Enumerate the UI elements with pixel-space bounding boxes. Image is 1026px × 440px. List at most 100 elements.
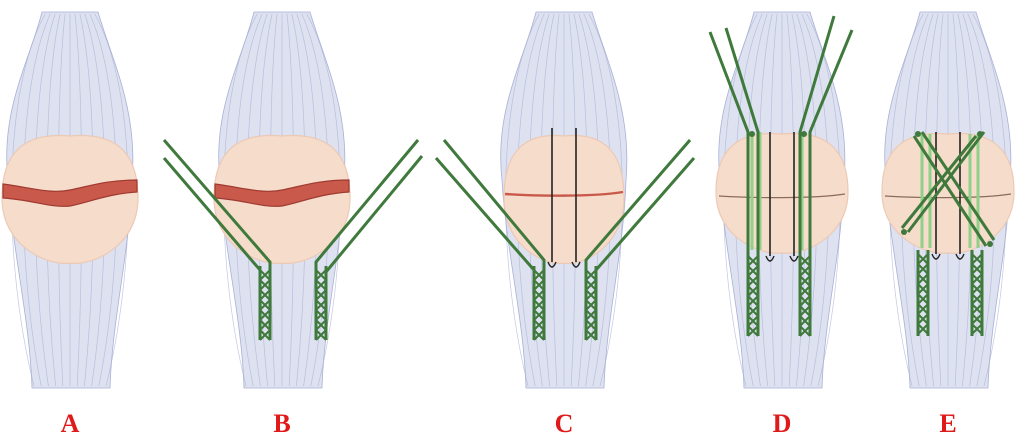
suture-knot	[977, 131, 983, 137]
suture-cross	[971, 303, 983, 315]
suture-cross	[971, 263, 983, 275]
suture-strand-right	[584, 139, 692, 266]
suture-cross	[585, 289, 597, 301]
suture-strand-left	[724, 27, 760, 252]
krackow-suture	[916, 250, 930, 336]
suture-cross	[533, 289, 545, 301]
suture-knot	[987, 241, 993, 247]
suture-cross	[917, 303, 929, 315]
suture-strand-right	[324, 155, 424, 277]
suture-cross	[917, 293, 929, 305]
krackow-suture	[970, 250, 984, 336]
fracture-line	[718, 193, 846, 199]
krackow-suture	[532, 266, 546, 341]
suture-cross	[315, 329, 327, 341]
suture-strand-right	[314, 139, 420, 266]
suture-cross	[917, 273, 929, 285]
suture-cross	[971, 293, 983, 305]
suture-cross	[585, 279, 597, 291]
suture-cross	[315, 319, 327, 331]
suture-cross	[585, 299, 597, 311]
krackow-suture	[314, 266, 328, 341]
suture-strand-right	[594, 157, 696, 274]
suture-cross	[747, 325, 759, 337]
krackow-suture	[798, 252, 812, 337]
suture-cross	[799, 325, 811, 337]
suture-cross	[585, 269, 597, 281]
suture-cross	[799, 265, 811, 277]
suture-strand-left	[162, 157, 262, 275]
fracture-line	[884, 193, 1012, 199]
suture-cross	[799, 255, 811, 267]
suture-cross	[315, 309, 327, 321]
suture-knot	[801, 131, 807, 137]
wire-loop	[789, 255, 799, 262]
suture-cross	[971, 273, 983, 285]
panel-label-c: C	[555, 409, 574, 438]
suture-cross	[799, 305, 811, 317]
panel-a	[1, 11, 139, 389]
suture-cross	[259, 299, 271, 311]
suture-cross	[533, 299, 545, 311]
wire-loop	[547, 261, 557, 268]
suture-cross	[799, 275, 811, 287]
panel-label-d: D	[773, 409, 792, 438]
suture-cross	[971, 323, 983, 335]
suture-cross	[747, 285, 759, 297]
suture-cross	[799, 315, 811, 327]
wire-loop	[571, 261, 581, 268]
suture-cross	[747, 255, 759, 267]
suture-strand-right	[808, 29, 854, 252]
suture-cross	[533, 279, 545, 291]
figure-eight-limb	[920, 131, 996, 241]
suture-cross	[533, 329, 545, 341]
suture-cross	[585, 329, 597, 341]
patella	[881, 132, 1015, 254]
suture-cross	[747, 295, 759, 307]
suture-knot	[749, 131, 755, 137]
suture-knot	[901, 229, 907, 235]
wire-loop	[931, 253, 941, 260]
panel-c	[434, 11, 696, 389]
suture-cross	[259, 279, 271, 291]
suture-strand-left	[434, 157, 536, 274]
krackow-suture	[584, 266, 598, 341]
suture-cross	[917, 283, 929, 295]
suture-cross	[259, 309, 271, 321]
wire-loop	[955, 253, 965, 260]
panel-b	[162, 11, 424, 389]
suture-cross	[315, 289, 327, 301]
suture-cross	[971, 313, 983, 325]
panel-e	[881, 11, 1015, 389]
suture-cross	[533, 269, 545, 281]
suture-cross	[259, 329, 271, 341]
suture-cross	[917, 323, 929, 335]
wire-loop	[765, 255, 775, 262]
suture-strand-left	[708, 31, 750, 252]
suture-cross	[917, 313, 929, 325]
suture-cross	[971, 283, 983, 295]
suture-cross	[315, 279, 327, 291]
suture-strand-right	[798, 15, 836, 252]
fracture-gap	[214, 179, 350, 207]
suture-cross	[259, 269, 271, 281]
patella	[715, 132, 849, 254]
suture-cross	[259, 289, 271, 301]
suture-cross	[315, 299, 327, 311]
suture-cross	[971, 253, 983, 265]
suture-cross	[747, 265, 759, 277]
figure-eight-limb	[912, 135, 988, 247]
suture-strand-left	[162, 139, 272, 266]
suture-cross	[315, 269, 327, 281]
suture-cross	[533, 309, 545, 321]
panel-d	[708, 11, 854, 389]
suture-cross	[799, 295, 811, 307]
suture-cross	[585, 319, 597, 331]
fracture-gap	[2, 179, 138, 207]
suture-cross	[747, 275, 759, 287]
suture-cross	[747, 315, 759, 327]
suture-strand-left	[442, 139, 546, 266]
suture-cross	[917, 263, 929, 275]
